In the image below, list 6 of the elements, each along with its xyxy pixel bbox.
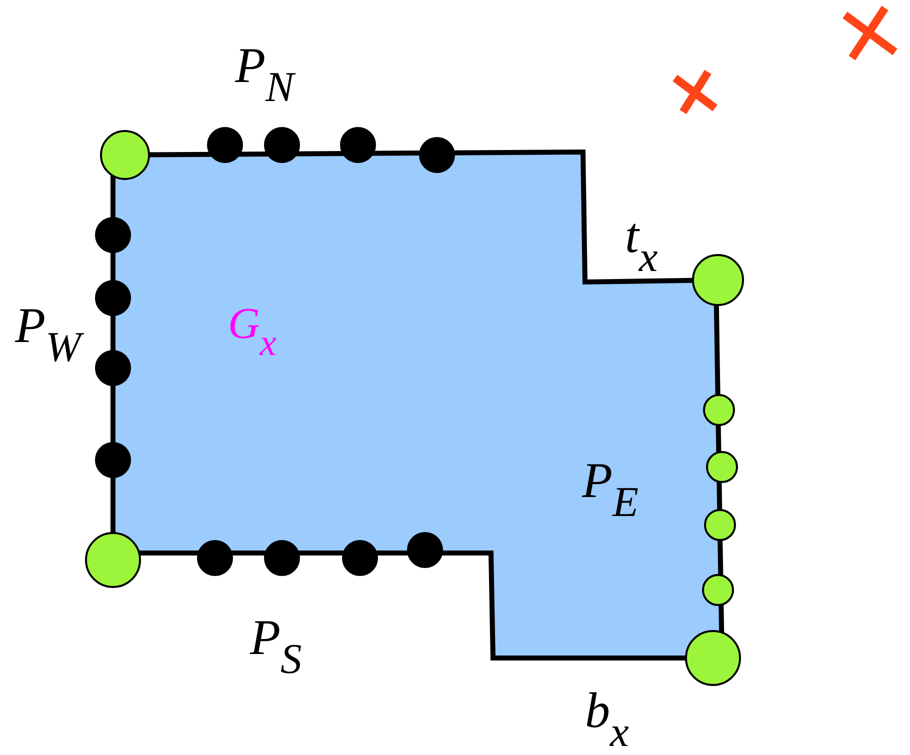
- math-label: b$_{x}$: [585, 685, 629, 755]
- math-label: P$_{S}$: [250, 612, 302, 682]
- math-label: P$_{N}$: [235, 40, 294, 110]
- math-label: G$_{x}$: [228, 302, 276, 362]
- math-label: t$_{x}$: [625, 210, 658, 280]
- math-label: P$_{E}$: [582, 455, 639, 525]
